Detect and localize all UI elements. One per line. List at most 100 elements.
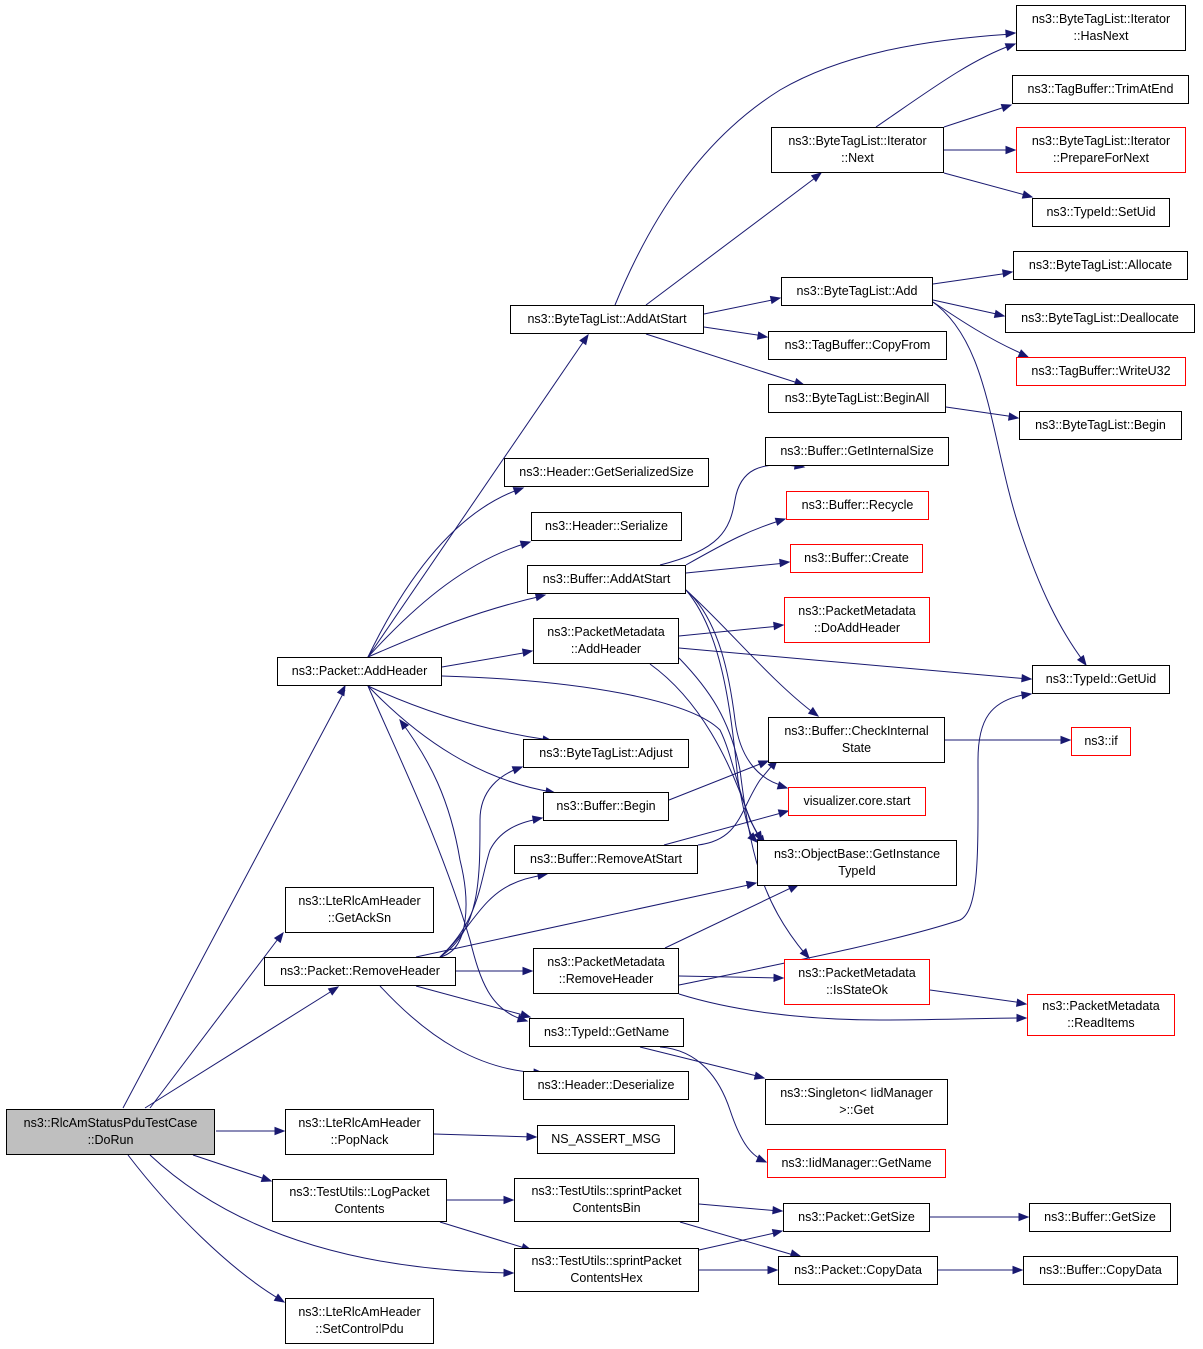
node-getacksn[interactable]: ns3::LteRlcAmHeader ::GetAckSn <box>285 887 434 933</box>
node-buffer-checkinternalstate[interactable]: ns3::Buffer::CheckInternal State <box>768 717 945 763</box>
node-buffer-copydata[interactable]: ns3::Buffer::CopyData <box>1023 1256 1178 1285</box>
arrowhead-pm-removeheader-readitems <box>1016 1013 1028 1023</box>
arrowhead-root-addheader <box>336 684 346 697</box>
edge-btl-addatstart-beginall <box>645 333 802 385</box>
node-btl-iter-hasnext[interactable]: ns3::ByteTagList::Iterator ::HasNext <box>1016 5 1186 51</box>
node-visualizer-start[interactable]: visualizer.core.start <box>788 787 926 816</box>
node-typeid-setuid[interactable]: ns3::TypeId::SetUid <box>1032 198 1170 227</box>
edge-removeatstart-checkinternalstate <box>697 761 776 846</box>
node-buffer-getsize[interactable]: ns3::Buffer::GetSize <box>1029 1203 1171 1232</box>
edge-iternext-trimatend <box>943 105 1009 128</box>
node-buffer-begin[interactable]: ns3::Buffer::Begin <box>543 792 669 821</box>
node-tagbuffer-writeu32[interactable]: ns3::TagBuffer::WriteU32 <box>1016 357 1186 386</box>
arrowhead-addheader-pm-addheader <box>521 648 534 657</box>
edge-root-getacksn <box>149 934 282 1109</box>
arrowhead-addheader-buffer-addatstart <box>534 593 547 602</box>
node-pm-doaddheader[interactable]: ns3::PacketMetadata ::DoAddHeader <box>784 597 930 643</box>
node-sprint-hex[interactable]: ns3::TestUtils::sprintPacket ContentsHex <box>514 1248 699 1292</box>
arrowhead-removeheader-getname-curve <box>399 718 410 731</box>
edge-addheader-btl-adjust <box>367 685 550 741</box>
node-buffer-removeatstart[interactable]: ns3::Buffer::RemoveAtStart <box>514 845 698 874</box>
arrowhead-root-removeheader <box>327 986 340 996</box>
edge-pm-removeheader-getuid <box>678 693 1029 986</box>
edge-removeheader-header-deserialize <box>379 985 541 1074</box>
arrowhead-add-getuid <box>1076 654 1087 667</box>
arrowhead-popnack-ns-assert <box>526 1132 538 1141</box>
node-setcontrolpdu[interactable]: ns3::LteRlcAmHeader ::SetControlPdu <box>285 1298 434 1344</box>
edge-sprintbin-getsize <box>698 1203 780 1212</box>
node-pm-readitems[interactable]: ns3::PacketMetadata ::ReadItems <box>1027 994 1175 1036</box>
arrowhead-sprintbin-getsize <box>772 1205 784 1215</box>
arrowhead-checkinternalstate-if <box>1060 735 1072 745</box>
node-packet-getsize[interactable]: ns3::Packet::GetSize <box>783 1203 930 1232</box>
edge-btl-addatstart-hasnext <box>614 33 1013 306</box>
node-buffer-create[interactable]: ns3::Buffer::Create <box>790 544 923 573</box>
node-buffer-getinternalsize[interactable]: ns3::Buffer::GetInternalSize <box>765 437 949 466</box>
node-btl-deallocate[interactable]: ns3::ByteTagList::Deallocate <box>1005 304 1195 333</box>
arrowhead-isstateok-readitems <box>1015 998 1028 1007</box>
arrowhead-btl-addatstart-hasnext <box>1005 29 1017 38</box>
node-packet-copydata[interactable]: ns3::Packet::CopyData <box>778 1256 938 1285</box>
arrowhead-pm-addheader-isstateok <box>799 948 810 960</box>
edge-pm-removeheader-objectbase <box>664 885 796 949</box>
node-ns3-if[interactable]: ns3::if <box>1071 727 1131 756</box>
node-tagbuffer-copyfrom[interactable]: ns3::TagBuffer::CopyFrom <box>768 331 947 360</box>
node-logpacketcontents[interactable]: ns3::TestUtils::LogPacket Contents <box>272 1179 447 1222</box>
node-root: ns3::RlcAmStatusPduTestCase ::DoRun <box>6 1109 215 1155</box>
node-typeid-getname[interactable]: ns3::TypeId::GetName <box>529 1018 684 1047</box>
node-buffer-addatstart[interactable]: ns3::Buffer::AddAtStart <box>527 565 686 594</box>
edge-pm-addheader-getuid <box>678 647 1029 680</box>
node-btl-begin[interactable]: ns3::ByteTagList::Begin <box>1019 411 1182 440</box>
node-pm-removeheader[interactable]: ns3::PacketMetadata ::RemoveHeader <box>533 948 679 994</box>
node-header-serialize[interactable]: ns3::Header::Serialize <box>531 512 682 541</box>
arrowhead-beginall-begin <box>1007 412 1020 421</box>
node-ns-assert-msg[interactable]: NS_ASSERT_MSG <box>537 1125 675 1154</box>
node-sprint-bin[interactable]: ns3::TestUtils::sprintPacket ContentsBin <box>514 1178 699 1222</box>
node-packet-removeheader[interactable]: ns3::Packet::RemoveHeader <box>264 957 456 986</box>
arrowhead-buffer-addatstart-checkinternalstate <box>807 706 820 717</box>
node-tagbuffer-trimatend[interactable]: ns3::TagBuffer::TrimAtEnd <box>1012 75 1189 104</box>
node-btl-adjust[interactable]: ns3::ByteTagList::Adjust <box>523 739 689 768</box>
arrowhead-btl-addatstart-copyfrom <box>756 331 769 340</box>
node-popnack[interactable]: ns3::LteRlcAmHeader ::PopNack <box>285 1109 434 1155</box>
node-objectbase-getinstancetypeid[interactable]: ns3::ObjectBase::GetInstance TypeId <box>757 840 957 886</box>
node-iidmanager-getname[interactable]: ns3::IidManager::GetName <box>767 1149 946 1178</box>
node-header-deserialize[interactable]: ns3::Header::Deserialize <box>523 1071 689 1100</box>
node-pm-isstateok[interactable]: ns3::PacketMetadata ::IsStateOk <box>784 959 930 1005</box>
edge-add-getuid <box>929 299 1085 663</box>
node-typeid-getuid[interactable]: ns3::TypeId::GetUid <box>1032 665 1170 694</box>
arrowhead-root-sprinthex <box>503 1268 515 1278</box>
arrowhead-copydata-buffer-copydata <box>1012 1265 1024 1275</box>
edge-btl-addatstart-copyfrom <box>703 326 765 337</box>
edge-addheader-buffer-begin <box>367 685 553 793</box>
edge-add-allocate <box>932 272 1010 285</box>
node-btl-iter-next[interactable]: ns3::ByteTagList::Iterator ::Next <box>771 127 944 173</box>
edge-beginall-begin <box>945 406 1016 418</box>
node-packet-addheader[interactable]: ns3::Packet::AddHeader <box>277 657 442 686</box>
edge-removeheader-typeid-getname <box>415 985 528 1017</box>
edge-removeheader-objectbase <box>415 883 754 958</box>
edge-btl-addatstart-iternext <box>645 174 820 306</box>
arrowhead-buffer-addatstart-recycle <box>774 517 787 526</box>
edge-pm-removeheader-isstateok <box>678 975 781 979</box>
node-btl-addatstart[interactable]: ns3::ByteTagList::AddAtStart <box>510 305 704 334</box>
node-btl-beginall[interactable]: ns3::ByteTagList::BeginAll <box>768 384 946 413</box>
node-btl-iter-preparefornext[interactable]: ns3::ByteTagList::Iterator ::PrepareForN… <box>1016 127 1186 173</box>
arrowhead-removeheader-typeid-getname <box>519 1010 532 1019</box>
node-singleton-get[interactable]: ns3::Singleton< IidManager >::Get <box>765 1079 948 1125</box>
node-btl-allocate[interactable]: ns3::ByteTagList::Allocate <box>1013 251 1188 280</box>
edge-addheader-typeid-getname <box>367 685 525 1021</box>
edge-iternext-hasnext <box>875 44 1013 128</box>
edge-btl-addatstart-add <box>703 298 778 315</box>
arrowhead-getname-iidmanager <box>755 1154 768 1163</box>
node-header-getserializedsize[interactable]: ns3::Header::GetSerializedSize <box>504 458 709 487</box>
node-pm-addheader[interactable]: ns3::PacketMetadata ::AddHeader <box>533 618 679 664</box>
edge-addheader-pm-addheader <box>441 651 530 668</box>
edge-buffer-addatstart-recycle <box>685 519 783 566</box>
arrowhead-pm-removeheader-objectbase <box>787 884 800 893</box>
node-btl-add[interactable]: ns3::ByteTagList::Add <box>781 277 933 306</box>
edge-addheader-serialize <box>367 542 528 658</box>
edge-root-sprinthex <box>149 1154 511 1274</box>
edge-isstateok-readitems <box>929 989 1024 1004</box>
node-buffer-recycle[interactable]: ns3::Buffer::Recycle <box>786 491 929 520</box>
